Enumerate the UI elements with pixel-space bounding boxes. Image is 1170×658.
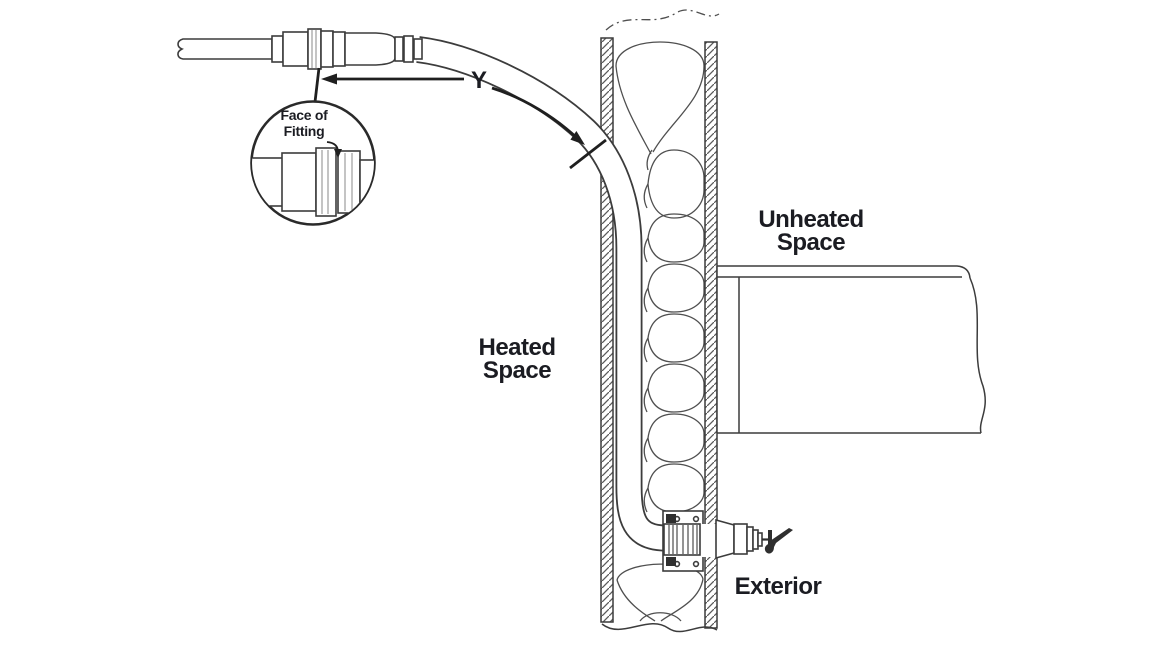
callout-circle [250,100,376,226]
exterior-label: Exterior [678,573,878,600]
fitting-nut [307,28,322,70]
arrowhead-left [321,73,337,85]
hose-coupling [663,523,701,556]
screw-hole [692,560,700,568]
insulation-batts [615,41,705,513]
face-of-fitting-line2: Fitting [283,122,325,139]
arrowhead-curved [570,131,585,145]
unheated-space-label: Unheated Space [711,206,911,256]
dimension-y-arrow [313,67,607,170]
sillcock-assembly [662,510,793,572]
faucet-bell [715,518,735,560]
heated-space-label: Heated Space [417,334,617,384]
heated-space-line2: Space [482,357,552,384]
heated-space-line1: Heated [478,334,556,361]
unheated-space-line2: Space [776,229,846,256]
extension-line [313,67,321,103]
face-of-fitting-label: Face of Fitting [261,107,347,139]
screw-hole [692,515,700,523]
hose-entry-tick [569,138,607,170]
wall-break-bottom [601,622,718,633]
exterior-text: Exterior [734,573,822,600]
wall-left-sheathing [600,37,614,623]
callout-arrowhead [334,149,342,158]
faucet-body [733,523,748,555]
insulation-batts-bottom [616,563,704,622]
dimension-y-text: Y [470,67,487,94]
face-of-fitting-line1: Face of [280,107,328,123]
unheated-space-box [716,265,986,434]
hose-barrel [344,32,396,66]
supply-pipe [177,38,273,60]
faucet-handle [764,528,793,554]
wall-break-top [605,9,720,31]
dimension-y-label: Y [464,69,494,93]
supply-hose [416,36,667,552]
unheated-space-line1: Unheated [758,206,864,233]
fitting-assembly [177,28,423,70]
